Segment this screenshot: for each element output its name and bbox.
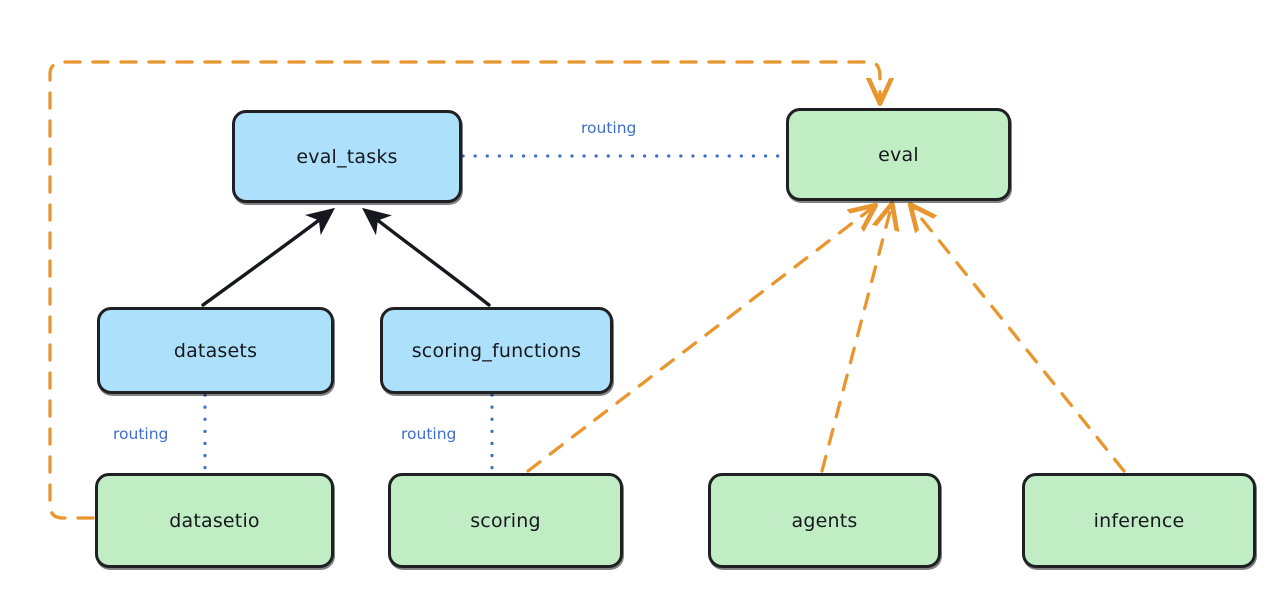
edge-label-routing-datasets-datasetio: routing [110, 425, 172, 443]
node-agents[interactable]: agents [708, 473, 941, 568]
node-label: agents [791, 509, 858, 532]
edge-datasetio-to-eval [48, 60, 880, 520]
node-datasetio[interactable]: datasetio [95, 473, 334, 568]
node-label: eval [878, 143, 919, 166]
edge-scoring-to-eval [526, 208, 872, 473]
node-label: scoring [470, 509, 541, 532]
node-inference[interactable]: inference [1022, 473, 1256, 568]
node-label: eval_tasks [296, 145, 398, 168]
node-label: scoring_functions [411, 339, 582, 362]
edge-inference-to-eval [913, 208, 1126, 473]
node-scoring-functions[interactable]: scoring_functions [380, 307, 613, 394]
node-label: datasets [173, 339, 258, 362]
node-scoring[interactable]: scoring [388, 473, 623, 568]
node-eval-tasks[interactable]: eval_tasks [232, 110, 462, 203]
node-label: inference [1093, 509, 1185, 532]
edge-datasets-to-eval_tasks [201, 207, 336, 307]
node-eval[interactable]: eval [786, 108, 1011, 201]
edge-scoring_functions-to-eval_tasks [362, 207, 491, 307]
edge-agents-to-eval [820, 208, 891, 473]
edge-label-routing-scoring-functions-scoring: routing [398, 425, 460, 443]
node-label: datasetio [169, 509, 260, 532]
node-datasets[interactable]: datasets [97, 307, 334, 394]
edge-label-routing-eval-tasks-eval: routing [578, 119, 640, 137]
